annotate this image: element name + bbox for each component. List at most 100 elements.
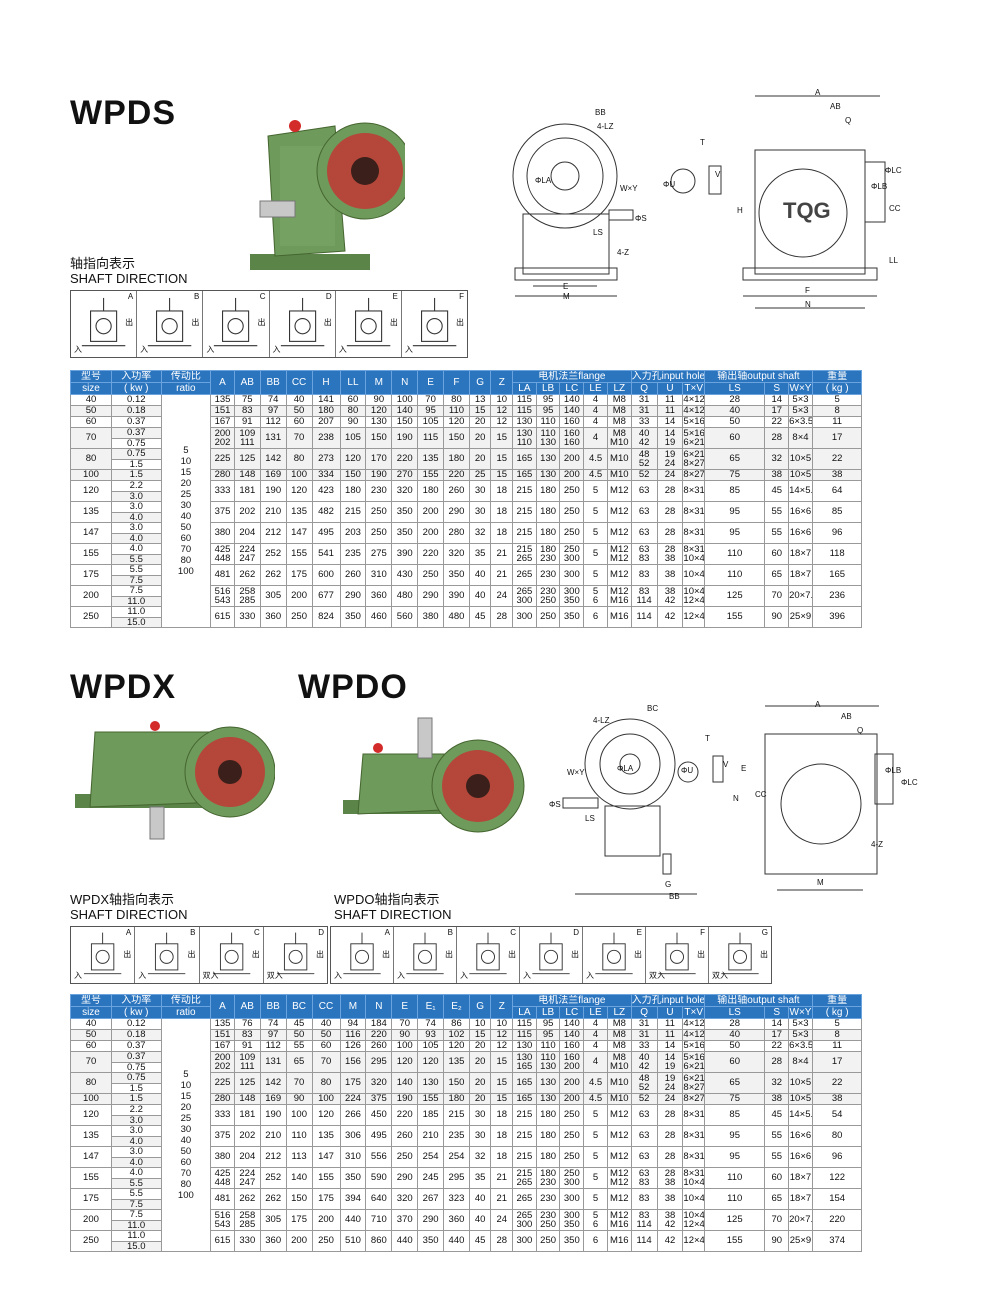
table-cell: M12 [606,1104,632,1126]
table-header-cell: CC [285,370,313,395]
table-cell: M12 M12 [606,1167,632,1189]
table-cell: 165 [512,1072,537,1094]
table-cell: 560 [391,606,419,628]
table-header-cell: LA [512,1006,537,1019]
table-cell: 5×3 [788,405,813,417]
table-cell: 252 [259,543,287,565]
table-cell: 20 [468,416,492,428]
table-cell: 220 [391,448,419,470]
table-cell: 125 [704,1209,766,1231]
shaft-direction-diagram-icon [343,932,381,975]
table-cell-size: 250 [70,1230,112,1252]
table-cell: 110 [285,1125,313,1147]
table-cell-power: 7.5 [110,574,162,586]
wpdo-caption-cn: WPDO轴指向表示 [334,892,440,907]
table-cell-size: 70 [70,1051,112,1073]
table-cell: 60 [285,416,313,428]
dimension-label: AB [841,712,852,721]
table-cell: 273 [311,448,341,470]
table-cell: 150 [365,427,393,449]
table-cell: 18 [490,1125,514,1147]
table-cell-power: 0.37 [110,416,162,428]
table-cell: 63 83 [630,543,658,565]
table-cell: 181 [233,480,261,502]
table-cell: 114 [630,606,658,628]
table-cell: 70 [417,394,445,406]
table-cell: 19 24 [656,1072,684,1094]
table-cell: 40 [468,1209,492,1231]
input-label: 入 [140,345,149,354]
table-cell: 60 [764,1167,790,1189]
table-cell: 18×7 [788,564,813,586]
table-cell: 250 300 [559,1167,585,1189]
table-header-cell: LC [559,1006,585,1019]
table-cell: 110 [535,416,561,428]
dimension-label: LL [889,256,898,265]
table-cell: 151 [210,1029,235,1041]
table-cell: 28 [656,501,684,523]
dimension-label: Q [857,726,864,735]
table-cell: 260 [391,1125,419,1147]
table-cell: 254 [443,1146,470,1168]
table-cell: 95 [535,405,561,417]
table-cell: 295 [365,1051,393,1073]
table-cell: 180 [311,405,341,417]
table-cell: 300 [512,1230,537,1252]
table-cell: 12 [490,1040,514,1052]
table-cell: 55 [764,522,790,544]
table-cell: 95 [704,1125,766,1147]
table-cell: 38 [764,469,790,481]
table-cell: 20 [468,1072,492,1094]
table-cell: 236 [811,585,863,607]
table-cell: 105 [417,1040,445,1052]
table-cell: 63 [630,1104,658,1126]
output-label: 出 [445,950,453,960]
table-cell: 130 [535,448,561,470]
table-cell: 8×31.3 [682,1146,706,1168]
table-cell: M8 [606,405,632,417]
dimension-label: A [815,88,821,97]
table-cell-power: 7.5 [110,1198,162,1210]
dimension-label: BC [647,704,659,713]
table-cell: 45 [285,1018,313,1030]
table-cell: 390 [391,543,419,565]
table-cell: 6 [583,1230,608,1252]
table-cell: 230 [365,480,393,502]
output-label: 出 [251,950,260,960]
table-cell: 310 [339,1146,367,1168]
input-label: 入 [338,345,347,354]
table-cell: 90 [339,416,367,428]
table-cell: 5×3 [788,394,813,406]
table-cell-size: 70 [70,427,112,449]
table-cell: 125 [704,585,766,607]
table-cell: 5×16.3 [682,1040,706,1052]
table-cell: 24 [656,1093,684,1105]
output-label: 出 [389,318,398,328]
table-cell: 212 [259,522,287,544]
table-cell: 260 [365,1040,393,1052]
table-cell: 330 [233,606,261,628]
table-cell-size: 200 [70,1209,112,1231]
table-cell: 50 [704,1040,766,1052]
table-cell: 190 [259,1104,287,1126]
table-cell: 60 [764,543,790,565]
table-cell: 10×41.3 12×45.3 [682,1209,706,1231]
table-header-cell: BB [259,994,287,1019]
table-cell: 142 [259,1072,287,1094]
table-cell: 155 [311,1167,341,1189]
table-cell: 5 [583,1188,608,1210]
table-cell: 320 [391,1188,419,1210]
table-cell: 65 [764,564,790,586]
table-cell: 85 [704,1104,766,1126]
table-cell: 266 [339,1104,367,1126]
table-cell: M12 M16 [606,585,632,607]
table-cell: 91 [233,416,261,428]
table-cell: 380 [210,1146,235,1168]
table-cell: 215 [339,501,367,523]
table-header-cell: ( kw ) [110,1006,162,1019]
